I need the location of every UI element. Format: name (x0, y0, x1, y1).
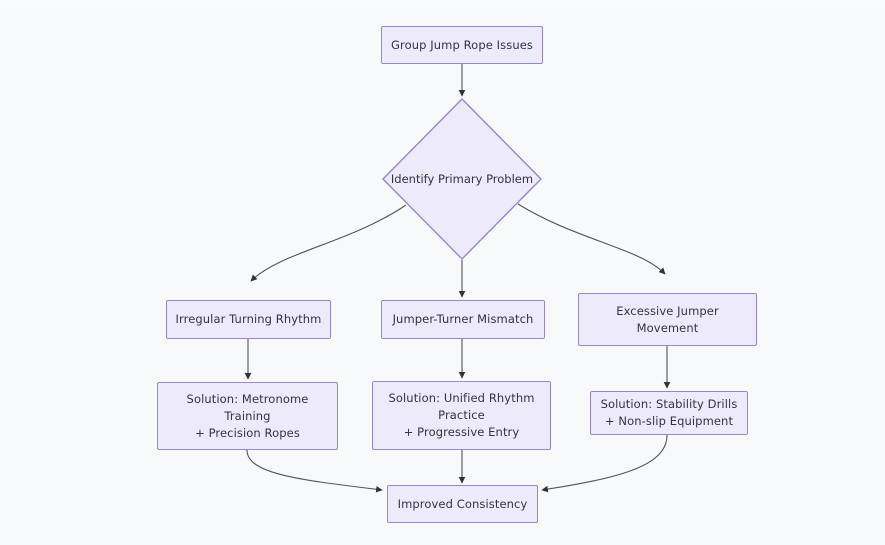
node-problem-excessive-movement[interactable]: Excessive Jumper Movement (578, 293, 757, 346)
node-problem-jumper-turner-mismatch-label: Jumper-Turner Mismatch (392, 312, 534, 326)
node-start[interactable]: Group Jump Rope Issues (381, 26, 543, 64)
node-decision-label: Identify Primary Problem (390, 171, 534, 186)
node-outcome-improved-consistency-label: Improved Consistency (397, 496, 528, 511)
node-solution-stability[interactable]: Solution: Stability Drills + Non-slip Eq… (590, 391, 748, 435)
node-problem-irregular-rhythm-label: Irregular Turning Rhythm (175, 312, 322, 326)
node-solution-metronome[interactable]: Solution: Metronome Training + Precision… (157, 382, 338, 450)
edge-solution-stability-to-outcome (541, 434, 668, 493)
edge-solution-metronome-to-outcome (246, 449, 383, 493)
node-solution-unified-rhythm-label: Solution: Unified Rhythm Practice + Prog… (388, 391, 535, 439)
node-problem-irregular-rhythm[interactable]: Irregular Turning Rhythm (166, 300, 331, 339)
node-outcome-improved-consistency[interactable]: Improved Consistency (387, 485, 538, 523)
node-problem-excessive-movement-label: Excessive Jumper Movement (616, 303, 719, 335)
node-decision[interactable]: Identify Primary Problem (382, 98, 542, 260)
node-solution-unified-rhythm[interactable]: Solution: Unified Rhythm Practice + Prog… (372, 381, 551, 450)
node-problem-jumper-turner-mismatch[interactable]: Jumper-Turner Mismatch (381, 300, 545, 339)
node-start-label: Group Jump Rope Issues (391, 37, 533, 52)
canvas-top-strip (0, 0, 885, 7)
diamond-shape-icon (382, 98, 542, 260)
node-solution-metronome-label: Solution: Metronome Training + Precision… (186, 391, 309, 440)
node-solution-stability-label: Solution: Stability Drills + Non-slip Eq… (600, 397, 738, 428)
